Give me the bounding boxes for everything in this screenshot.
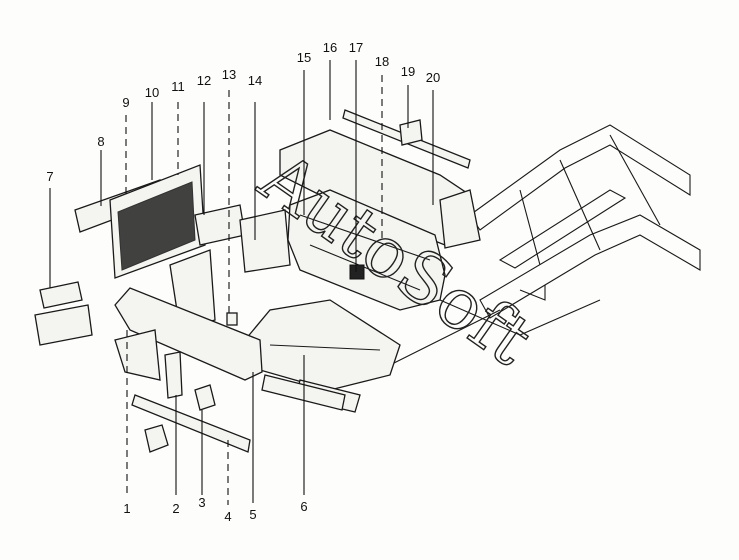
- callout-15: 15: [297, 50, 311, 65]
- callout-17: 17: [349, 40, 363, 55]
- callout-6: 6: [300, 499, 307, 514]
- callout-20: 20: [426, 70, 440, 85]
- front-crossmember: [114, 287, 263, 381]
- callout-19: 19: [401, 64, 415, 79]
- cross-bar: [342, 109, 481, 249]
- callout-10: 10: [145, 85, 159, 100]
- callout-13: 13: [222, 67, 236, 82]
- callout-16: 16: [323, 40, 337, 55]
- callout-1: 1: [123, 501, 130, 516]
- callout-8: 8: [97, 134, 104, 149]
- radiator-assembly: [74, 164, 291, 331]
- callout-18: 18: [375, 54, 389, 69]
- callout-3: 3: [198, 495, 205, 510]
- callout-14: 14: [248, 73, 262, 88]
- small-brackets: [34, 281, 238, 453]
- callout-9: 9: [122, 95, 129, 110]
- callout-4: 4: [224, 509, 231, 524]
- leader-lines: [49, 60, 434, 505]
- callout-5: 5: [249, 507, 256, 522]
- callout-7: 7: [46, 169, 53, 184]
- callout-12: 12: [197, 73, 211, 88]
- firewall-panel: [279, 129, 471, 311]
- callout-2: 2: [172, 501, 179, 516]
- chassis-frame: [379, 124, 701, 371]
- callout-11: 11: [171, 79, 185, 94]
- callout-labels: 1 2 3 4 5 6 7 8 9 10 11 12 13 14 15 16 1…: [46, 40, 440, 524]
